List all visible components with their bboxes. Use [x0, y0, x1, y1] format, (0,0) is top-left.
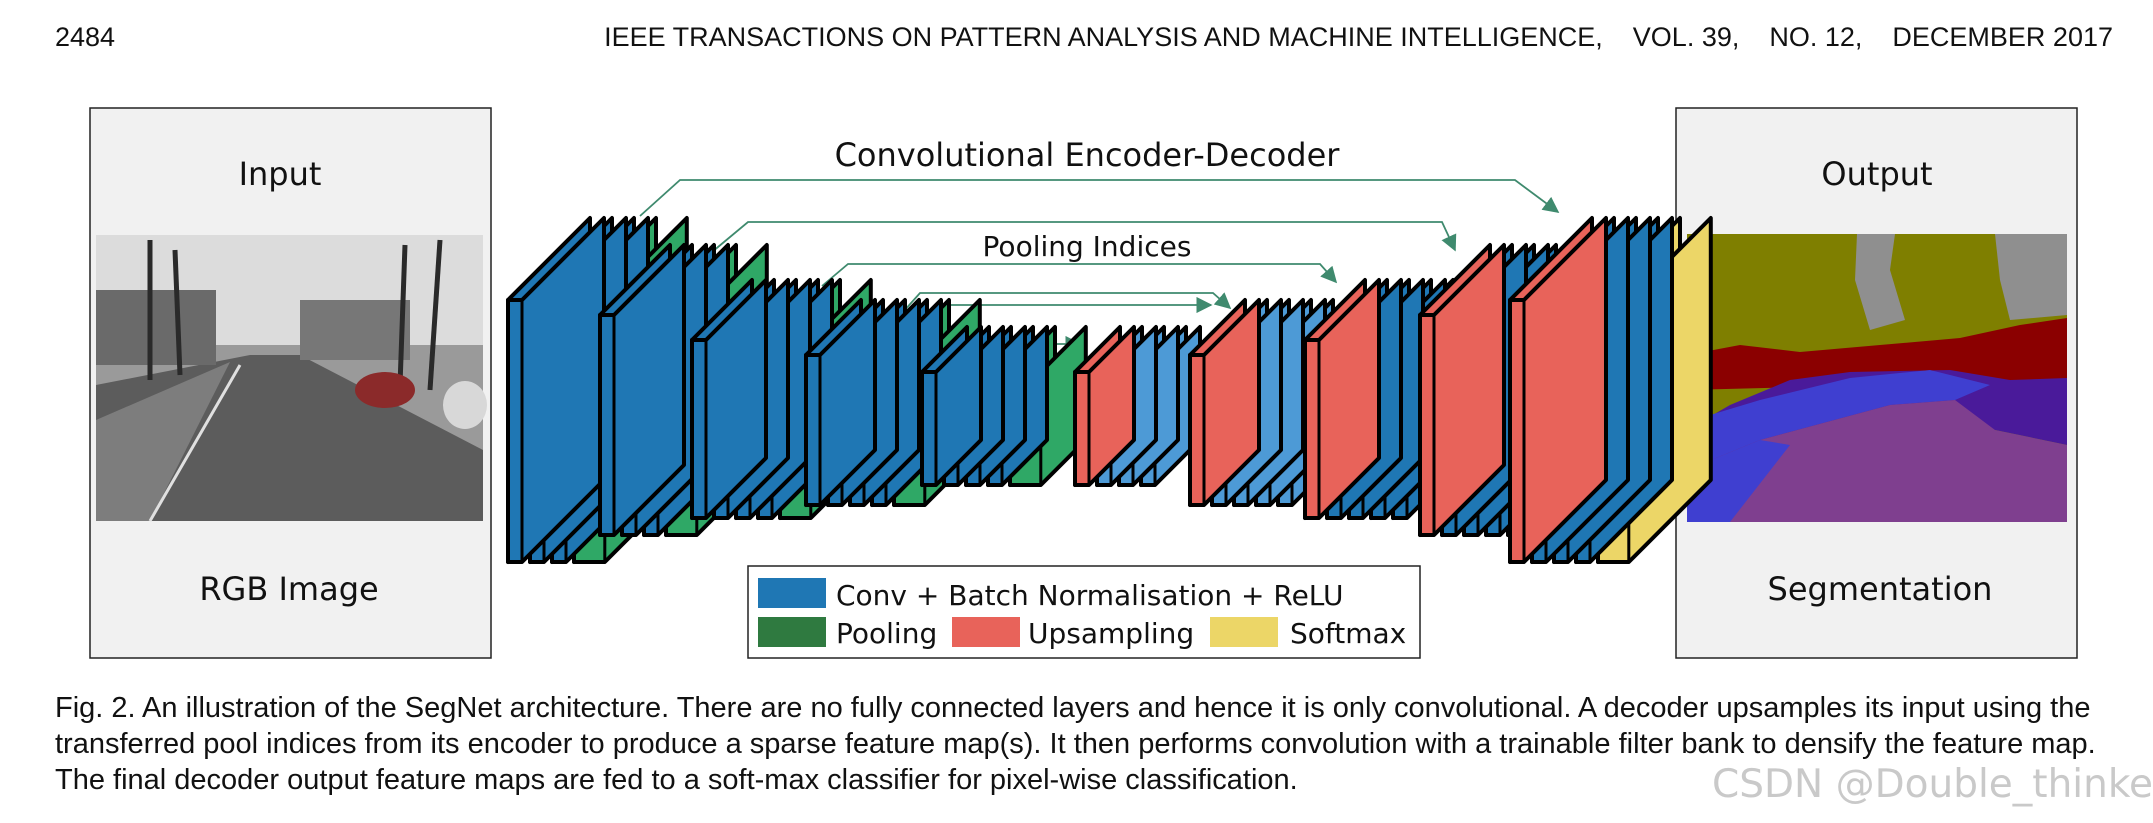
pooling-index-arrows	[639, 179, 1560, 353]
skip-arrow-4	[902, 292, 1232, 313]
legend-swatch-pooling	[758, 617, 826, 647]
conv-layer	[598, 243, 686, 537]
legend-label-conv: Conv + Batch Normalisation + ReLU	[836, 579, 1344, 612]
conv-layer	[804, 298, 877, 507]
upsampling-layer	[1073, 325, 1136, 487]
figure-caption: Fig. 2. An illustration of the SegNet ar…	[55, 692, 2096, 796]
output-title: Output	[1821, 155, 1932, 193]
page-header: 2484 IEEE TRANSACTIONS ON PATTERN ANALYS…	[55, 22, 2113, 58]
pooling-indices-label: Pooling Indices	[983, 230, 1192, 263]
output-subtitle: Segmentation	[1768, 570, 1993, 608]
skip-arrow-1	[639, 179, 1560, 217]
skip-arrow-3	[821, 263, 1338, 287]
journal-info: IEEE TRANSACTIONS ON PATTERN ANALYSIS AN…	[604, 22, 2113, 52]
upsampling-layer	[1303, 278, 1381, 520]
legend-swatch-upsampling	[952, 617, 1020, 647]
legend-label-pooling: Pooling	[836, 617, 937, 650]
legend: Conv + Batch Normalisation + ReLU Poolin…	[747, 565, 1421, 659]
encoder-decoder-label: Convolutional Encoder-Decoder	[835, 136, 1341, 174]
legend-frame	[747, 565, 1421, 659]
output-panel: Output Segmentation	[1675, 107, 2078, 659]
network-layers	[506, 216, 1713, 564]
input-panel: Input RGB Image	[89, 107, 492, 659]
input-title: Input	[239, 155, 322, 193]
legend-label-upsampling: Upsampling	[1028, 617, 1194, 650]
legend-label-softmax: Softmax	[1290, 617, 1406, 650]
conv-layer	[690, 278, 768, 520]
skip-arrow-2	[711, 221, 1457, 253]
page-number: 2484	[55, 22, 116, 52]
upsampling-layer	[1508, 216, 1608, 564]
rgb-street-image	[96, 235, 487, 522]
legend-swatch-softmax	[1210, 617, 1278, 647]
conv-layer	[506, 216, 606, 564]
watermark: CSDN @Double_thinker	[1712, 762, 2153, 807]
legend-swatch-conv	[758, 578, 826, 608]
segmentation-map-image	[1687, 234, 2067, 522]
upsampling-layer	[1188, 298, 1261, 507]
conv-layer	[920, 325, 983, 487]
input-subtitle: RGB Image	[199, 570, 378, 608]
upsampling-layer	[1418, 243, 1506, 537]
